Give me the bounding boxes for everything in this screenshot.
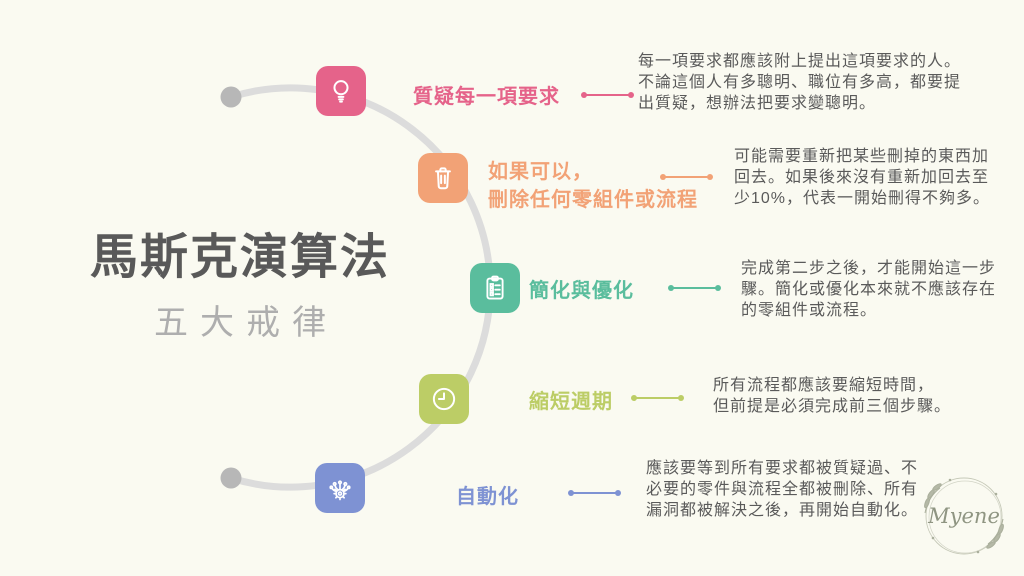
step5-label: 自動化 — [456, 486, 519, 508]
step1-description: 每一項要求都應該附上提出這項要求的人。 不論這個人有多聰明、職位有多高，都要提 … — [638, 53, 962, 112]
watermark-wreath: Myene — [924, 477, 1004, 555]
step1-label: 質疑每一項要求 — [413, 86, 560, 108]
step4-label: 縮短週期 — [529, 391, 613, 413]
step1-icon-box — [316, 66, 366, 116]
step3-icon-box — [470, 263, 520, 313]
step3-label: 簡化與優化 — [529, 280, 634, 302]
title-block: 馬斯克演算法 五大戒律 — [20, 231, 460, 344]
step2-label: 如果可以， 刪除任何零組件或流程 — [488, 161, 698, 211]
page-subtitle: 五大戒律 — [154, 303, 338, 342]
step4-icon-box — [419, 374, 469, 424]
step2-description: 可能需要重新把某些刪掉的東西加 回去。如果後來沒有重新加回去至 少10%，代表一… — [734, 148, 991, 207]
step5-icon-box — [315, 463, 365, 513]
step5-connector — [568, 490, 621, 496]
step2-connector — [660, 174, 713, 180]
arc-start-dot — [220, 86, 242, 108]
clock-icon — [432, 387, 456, 411]
step1-connector — [581, 92, 634, 98]
trash-icon — [435, 167, 451, 190]
page-title: 馬斯克演算法 — [89, 231, 390, 284]
watermark-signature: Myene — [927, 504, 1000, 528]
step4-connector — [631, 395, 684, 401]
automation-icon — [329, 480, 351, 501]
checklist-icon — [486, 275, 504, 300]
arc-end-dot — [220, 467, 242, 489]
step3-description: 完成第二步之後，才能開始這一步 驟。簡化或優化本來就不應該存在 的零組件或流程。 — [741, 260, 997, 319]
lightbulb-icon — [333, 80, 349, 103]
step4-description: 所有流程都應該要縮短時間， 但前提是必須完成前三個步驟。 — [713, 377, 952, 415]
step2-icon-box — [418, 153, 468, 203]
step3-connector — [668, 285, 721, 291]
step5-description: 應該要等到所有要求都被質疑過、不 必要的零件與流程全都被刪除、所有 漏洞都被解決… — [646, 460, 919, 519]
